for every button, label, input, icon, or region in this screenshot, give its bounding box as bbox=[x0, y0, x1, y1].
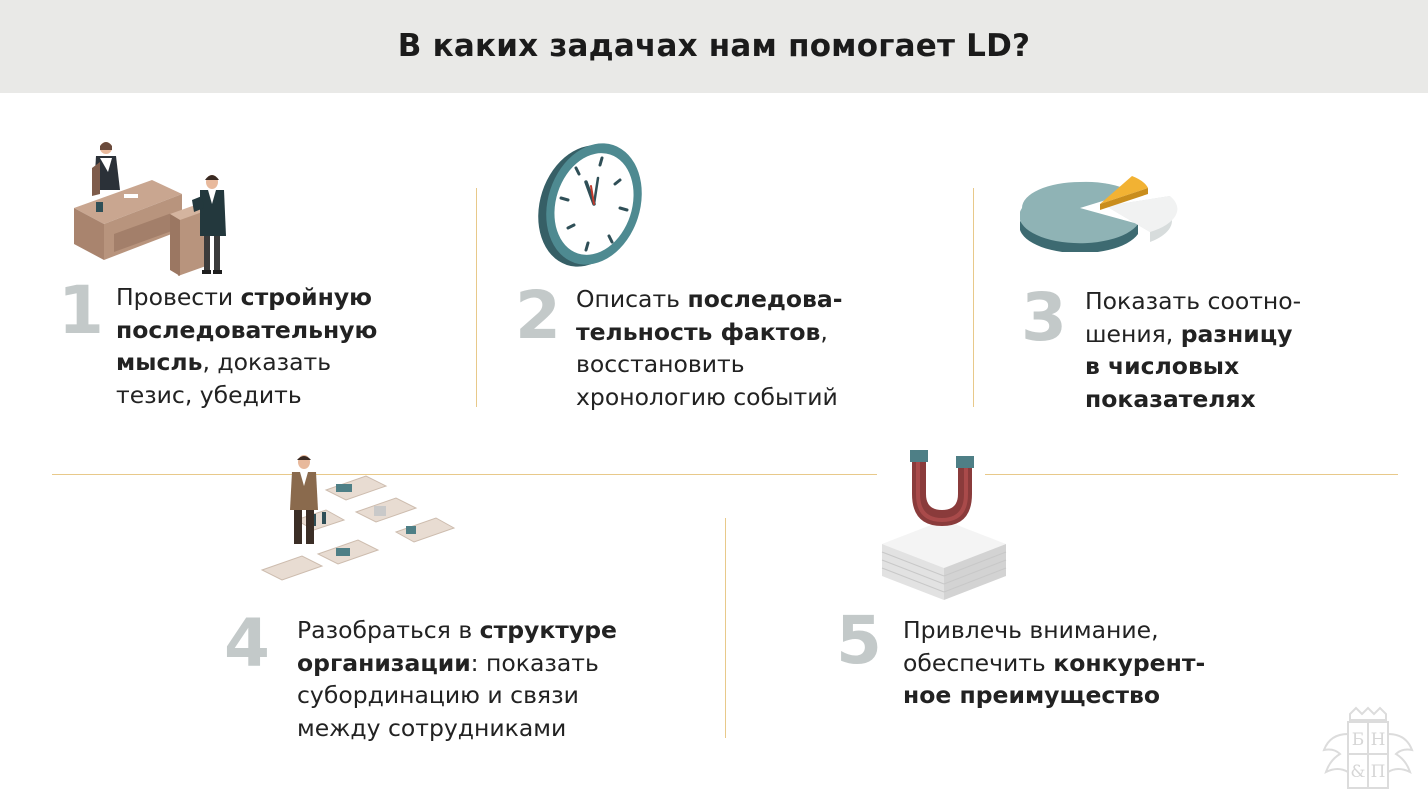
item-number-3: 3 bbox=[1021, 279, 1067, 356]
text-phrase: , bbox=[820, 317, 828, 346]
bold-phrase: последовательную bbox=[116, 315, 378, 344]
item-3-line: в числовых bbox=[1085, 350, 1301, 383]
text-phrase: восстановить bbox=[576, 350, 745, 378]
item-text-2: Описать последова-тельность фактов,восст… bbox=[576, 283, 843, 413]
svg-text:&: & bbox=[1350, 762, 1365, 782]
header-bar bbox=[0, 0, 1428, 93]
bold-phrase: организации bbox=[297, 648, 471, 677]
text-phrase: хронологию событий bbox=[576, 382, 838, 411]
item-2-line: хронологию событий bbox=[576, 381, 843, 414]
bold-phrase: последова- bbox=[687, 285, 843, 313]
divider-vertical-2 bbox=[973, 188, 974, 407]
item-number-5: 5 bbox=[836, 602, 882, 679]
item-number-1: 1 bbox=[58, 272, 104, 349]
item-1-line: последовательную bbox=[116, 314, 377, 347]
item-3-line: шения, разницу bbox=[1085, 318, 1301, 351]
text-phrase: тезис, убедить bbox=[116, 380, 302, 409]
item-number-2: 2 bbox=[515, 277, 561, 354]
page-title: В каких задачах нам помогает LD? bbox=[397, 28, 1031, 64]
text-phrase: Провести bbox=[116, 283, 241, 311]
item-1-line: тезис, убедить bbox=[116, 379, 377, 412]
divider-horizontal-left bbox=[52, 474, 877, 475]
bold-phrase: конкурент- bbox=[1053, 648, 1206, 677]
item-4-line: между сотрудниками bbox=[297, 712, 617, 745]
item-text-5: Привлечь внимание, обеспечить конкурент-н… bbox=[903, 614, 1205, 712]
svg-text:П: П bbox=[1371, 762, 1386, 782]
text-phrase: Описать bbox=[576, 285, 688, 313]
bold-phrase: разницу bbox=[1180, 319, 1293, 348]
text-phrase: шения, bbox=[1085, 319, 1181, 348]
bold-phrase: тельность фактов bbox=[576, 317, 821, 346]
text-phrase: Разобраться в bbox=[297, 616, 480, 644]
item-2-line: восстановить bbox=[576, 348, 843, 381]
item-2-line: тельность фактов, bbox=[576, 316, 843, 349]
item-4-line: субординацию и связи bbox=[297, 679, 617, 712]
text-phrase: , доказать bbox=[202, 348, 332, 376]
bold-phrase: структуре bbox=[479, 616, 617, 644]
divider-horizontal-right bbox=[985, 474, 1398, 475]
bnp-logo-icon: Б Н & П bbox=[1320, 704, 1416, 800]
item-1-line: Провести стройную bbox=[116, 281, 377, 314]
item-4-line: организации: показать bbox=[297, 647, 617, 680]
item-5-line: обеспечить конкурент- bbox=[903, 647, 1205, 680]
courtroom-icon bbox=[70, 138, 230, 278]
svg-text:Н: Н bbox=[1371, 730, 1386, 750]
divider-vertical-1 bbox=[476, 188, 477, 407]
bold-phrase: в числовых bbox=[1085, 352, 1240, 380]
bold-phrase: показателях bbox=[1085, 384, 1256, 413]
text-phrase: : показать bbox=[470, 648, 599, 677]
bold-phrase: мысль bbox=[116, 348, 203, 376]
item-number-4: 4 bbox=[224, 605, 270, 682]
puzzle-organization-icon bbox=[256, 450, 456, 590]
pie-chart-icon bbox=[1019, 162, 1180, 254]
bold-phrase: ное преимущество bbox=[903, 681, 1160, 709]
divider-vertical-3 bbox=[725, 518, 726, 738]
text-phrase: Привлечь внимание, bbox=[903, 616, 1159, 644]
text-phrase: обеспечить bbox=[903, 648, 1054, 677]
magnet-icon bbox=[878, 444, 1018, 604]
clock-icon bbox=[536, 140, 646, 272]
bold-phrase: стройную bbox=[240, 283, 373, 311]
text-phrase: между сотрудниками bbox=[297, 713, 567, 742]
item-3-line: Показать соотно- bbox=[1085, 285, 1301, 318]
item-1-line: мысль, доказать bbox=[116, 346, 377, 379]
item-4-line: Разобраться в структуре bbox=[297, 614, 617, 647]
text-phrase: Показать соотно- bbox=[1085, 287, 1302, 315]
item-2-line: Описать последова- bbox=[576, 283, 843, 316]
item-5-line: ное преимущество bbox=[903, 679, 1205, 712]
item-5-line: Привлечь внимание, bbox=[903, 614, 1205, 647]
svg-text:Б: Б bbox=[1352, 730, 1365, 750]
item-3-line: показателях bbox=[1085, 383, 1301, 416]
text-phrase: субординацию и связи bbox=[297, 681, 579, 709]
